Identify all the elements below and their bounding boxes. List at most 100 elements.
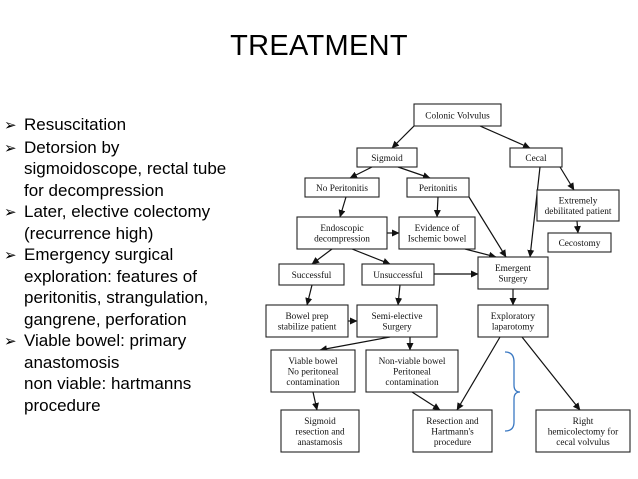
flow-node-label: Surgery bbox=[382, 323, 412, 333]
flow-node-label: Semi-elective bbox=[371, 312, 422, 322]
flow-node-box bbox=[477, 304, 549, 338]
flow-node-label: Cecostomy bbox=[559, 239, 601, 249]
bullet-item: ➢ Viable bowel: primary anastomosis non … bbox=[4, 330, 259, 416]
flow-node-colonic-volvulus: Colonic Volvulus bbox=[413, 103, 502, 127]
flow-node-label: Emergent bbox=[495, 264, 531, 274]
bullet-line: Resuscitation bbox=[24, 115, 127, 134]
flow-node-label: laparotomy bbox=[492, 323, 535, 333]
flow-node-label: Surgery bbox=[498, 275, 528, 285]
bullet-line: Later, elective colectomy bbox=[24, 202, 211, 221]
arrow-bullet-icon: ➢ bbox=[4, 333, 17, 350]
flow-arrow bbox=[559, 166, 575, 191]
bullet-line: procedure bbox=[24, 395, 101, 415]
flow-node-box bbox=[477, 256, 549, 290]
flow-arrow bbox=[305, 284, 313, 306]
bullet-list: ➢ Resuscitation ➢ Detorsion by sigmoidos… bbox=[4, 114, 259, 416]
bullet-line: Detorsion by bbox=[24, 137, 120, 157]
flow-node-label: Peritonitis bbox=[419, 184, 458, 194]
flow-node-label: Sigmoid bbox=[304, 417, 336, 427]
flow-node-cecostomy: Cecostomy bbox=[547, 232, 612, 253]
flow-arrow bbox=[312, 391, 319, 411]
blue-bracket bbox=[504, 351, 521, 432]
flow-arrow bbox=[479, 125, 531, 149]
flow-node-label: Peritoneal bbox=[393, 367, 431, 377]
bullet-item: ➢ Resuscitation bbox=[4, 114, 259, 137]
flow-node-cecal: Cecal bbox=[509, 147, 563, 168]
bullet-line: sigmoidoscope, rectal tube bbox=[24, 159, 227, 178]
arrow-bullet-icon: ➢ bbox=[4, 117, 17, 134]
flow-node-label: Successful bbox=[292, 270, 332, 281]
flow-node-box bbox=[356, 147, 418, 168]
arrow-bullet-icon: ➢ bbox=[4, 139, 17, 157]
flow-node-box bbox=[304, 177, 380, 198]
flow-node-box bbox=[535, 409, 631, 453]
flow-arrow bbox=[573, 220, 581, 234]
flow-node-unsuccessful: Unsuccessful bbox=[361, 263, 435, 286]
flow-node-box bbox=[406, 177, 470, 198]
flow-node-label: resection and bbox=[295, 427, 345, 437]
flow-node-box bbox=[536, 189, 620, 222]
flow-node-box bbox=[280, 409, 360, 453]
flow-node-box bbox=[270, 349, 356, 393]
flow-node-sigmoid: Sigmoid bbox=[356, 147, 418, 168]
flow-node-box bbox=[413, 103, 502, 127]
flow-arrow bbox=[391, 125, 415, 149]
flow-arrow bbox=[319, 336, 391, 353]
flow-node-box bbox=[296, 216, 388, 250]
bullet-line: (recurrence high) bbox=[24, 223, 154, 243]
flow-arrow bbox=[395, 284, 403, 306]
flow-node-label: Unsuccessful bbox=[373, 270, 423, 281]
flow-arrow bbox=[456, 336, 501, 411]
bullet-line: for decompression bbox=[24, 180, 164, 200]
flow-node-label: Non-viable bowel bbox=[379, 357, 446, 367]
flow-node-box bbox=[278, 263, 345, 286]
bullet-line: peritonitis, strangulation, bbox=[24, 288, 209, 307]
arrow-bullet-icon: ➢ bbox=[4, 204, 17, 221]
flow-node-label: Exploratory bbox=[491, 312, 536, 322]
flow-node-peritonitis: Peritonitis bbox=[406, 177, 470, 198]
flow-node-no-peritonitis: No Peritonitis bbox=[304, 177, 380, 198]
flow-node-box bbox=[547, 232, 612, 253]
flow-arrow bbox=[527, 166, 541, 258]
bullet-item: ➢ Emergency surgical exploration: featur… bbox=[4, 244, 259, 330]
flow-arrow bbox=[349, 166, 373, 179]
flow-node-box bbox=[412, 409, 493, 453]
flow-node-label: debilitated patient bbox=[545, 207, 612, 217]
flow-arrow bbox=[311, 248, 333, 265]
flow-node-label: Viable bowel bbox=[288, 357, 338, 367]
flow-node-box bbox=[509, 147, 563, 168]
flow-node-label: contamination bbox=[385, 378, 439, 388]
flow-node-label: Endoscopic bbox=[320, 224, 363, 234]
flow-node-label: hemicolectomy for bbox=[548, 426, 619, 437]
flow-node-label: Resection and bbox=[426, 417, 479, 427]
flow-arrow bbox=[433, 196, 441, 218]
flow-arrow bbox=[521, 336, 581, 411]
flow-node-label: decompression bbox=[314, 235, 370, 245]
slide-title: TREATMENT bbox=[230, 30, 408, 62]
flow-arrow bbox=[351, 248, 391, 265]
bullet-line: non viable: hartmanns bbox=[24, 374, 192, 393]
bullet-line: exploration: features of bbox=[24, 266, 197, 286]
bullet-line: Emergency surgical bbox=[24, 245, 174, 264]
flow-node-label: procedure bbox=[434, 438, 471, 448]
flow-node-label: Right bbox=[573, 417, 594, 427]
flow-node-label: anastamosis bbox=[298, 438, 343, 448]
flow-node-label: Bowel prep bbox=[285, 312, 328, 322]
flow-node-box bbox=[361, 263, 435, 286]
flow-node-label: Sigmoid bbox=[371, 154, 403, 164]
flow-node-label: stabilize patient bbox=[278, 323, 337, 333]
flow-node-label: No Peritonitis bbox=[316, 184, 368, 194]
flow-node-label: Colonic Volvulus bbox=[425, 111, 490, 121]
flow-node-label: No peritoneal bbox=[288, 367, 339, 377]
